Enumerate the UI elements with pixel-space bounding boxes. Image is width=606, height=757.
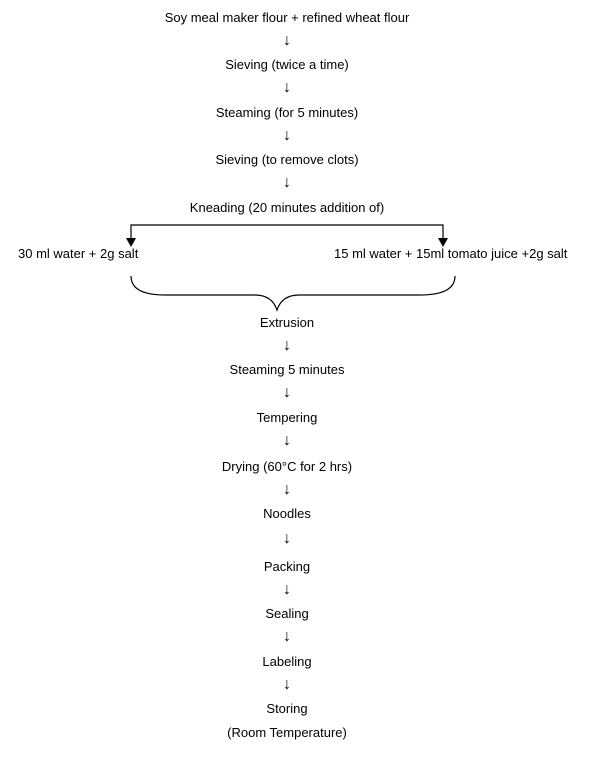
step-sieving-twice: Sieving (twice a time)	[225, 57, 349, 72]
down-arrow-icon: ↓	[283, 32, 291, 49]
down-arrow-icon: ↓	[283, 481, 291, 498]
step-noodles: Noodles	[263, 506, 311, 521]
step-sealing: Sealing	[265, 606, 309, 621]
down-arrow-icon: ↓	[283, 676, 291, 693]
arrowhead-left	[126, 238, 136, 247]
down-arrow-icon: ↓	[283, 384, 291, 401]
step-packing: Packing	[263, 559, 311, 574]
step-steaming-5min: Steaming (for 5 minutes)	[215, 105, 359, 120]
step-labeling: Labeling	[262, 654, 312, 669]
down-arrow-icon: ↓	[283, 530, 291, 547]
down-arrow-icon: ↓	[283, 628, 291, 645]
step-raw-materials: Soy meal maker flour + refined wheat flo…	[164, 10, 410, 25]
step-steaming-5min-2: Steaming 5 minutes	[229, 362, 345, 377]
down-arrow-icon: ↓	[283, 432, 291, 449]
down-arrow-icon: ↓	[283, 337, 291, 354]
down-arrow-icon: ↓	[283, 127, 291, 144]
step-tempering: Tempering	[256, 410, 318, 425]
down-arrow-icon: ↓	[283, 581, 291, 598]
step-extrusion: Extrusion	[259, 315, 315, 330]
step-drying: Drying (60°C for 2 hrs)	[221, 459, 353, 474]
branch-right-tomato: 15 ml water + 15ml tomato juice +2g salt	[334, 246, 568, 261]
step-kneading: Kneading (20 minutes addition of)	[189, 200, 385, 215]
down-arrow-icon: ↓	[283, 174, 291, 191]
arrowhead-right	[438, 238, 448, 247]
branch-left-control: 30 ml water + 2g salt	[18, 246, 139, 261]
step-storing: Storing	[266, 701, 308, 716]
split-line	[130, 224, 444, 245]
step-storing-condition: (Room Temperature)	[227, 725, 347, 740]
merge-brace	[130, 275, 456, 312]
step-sieving-clots: Sieving (to remove clots)	[215, 152, 359, 167]
down-arrow-icon: ↓	[283, 79, 291, 96]
